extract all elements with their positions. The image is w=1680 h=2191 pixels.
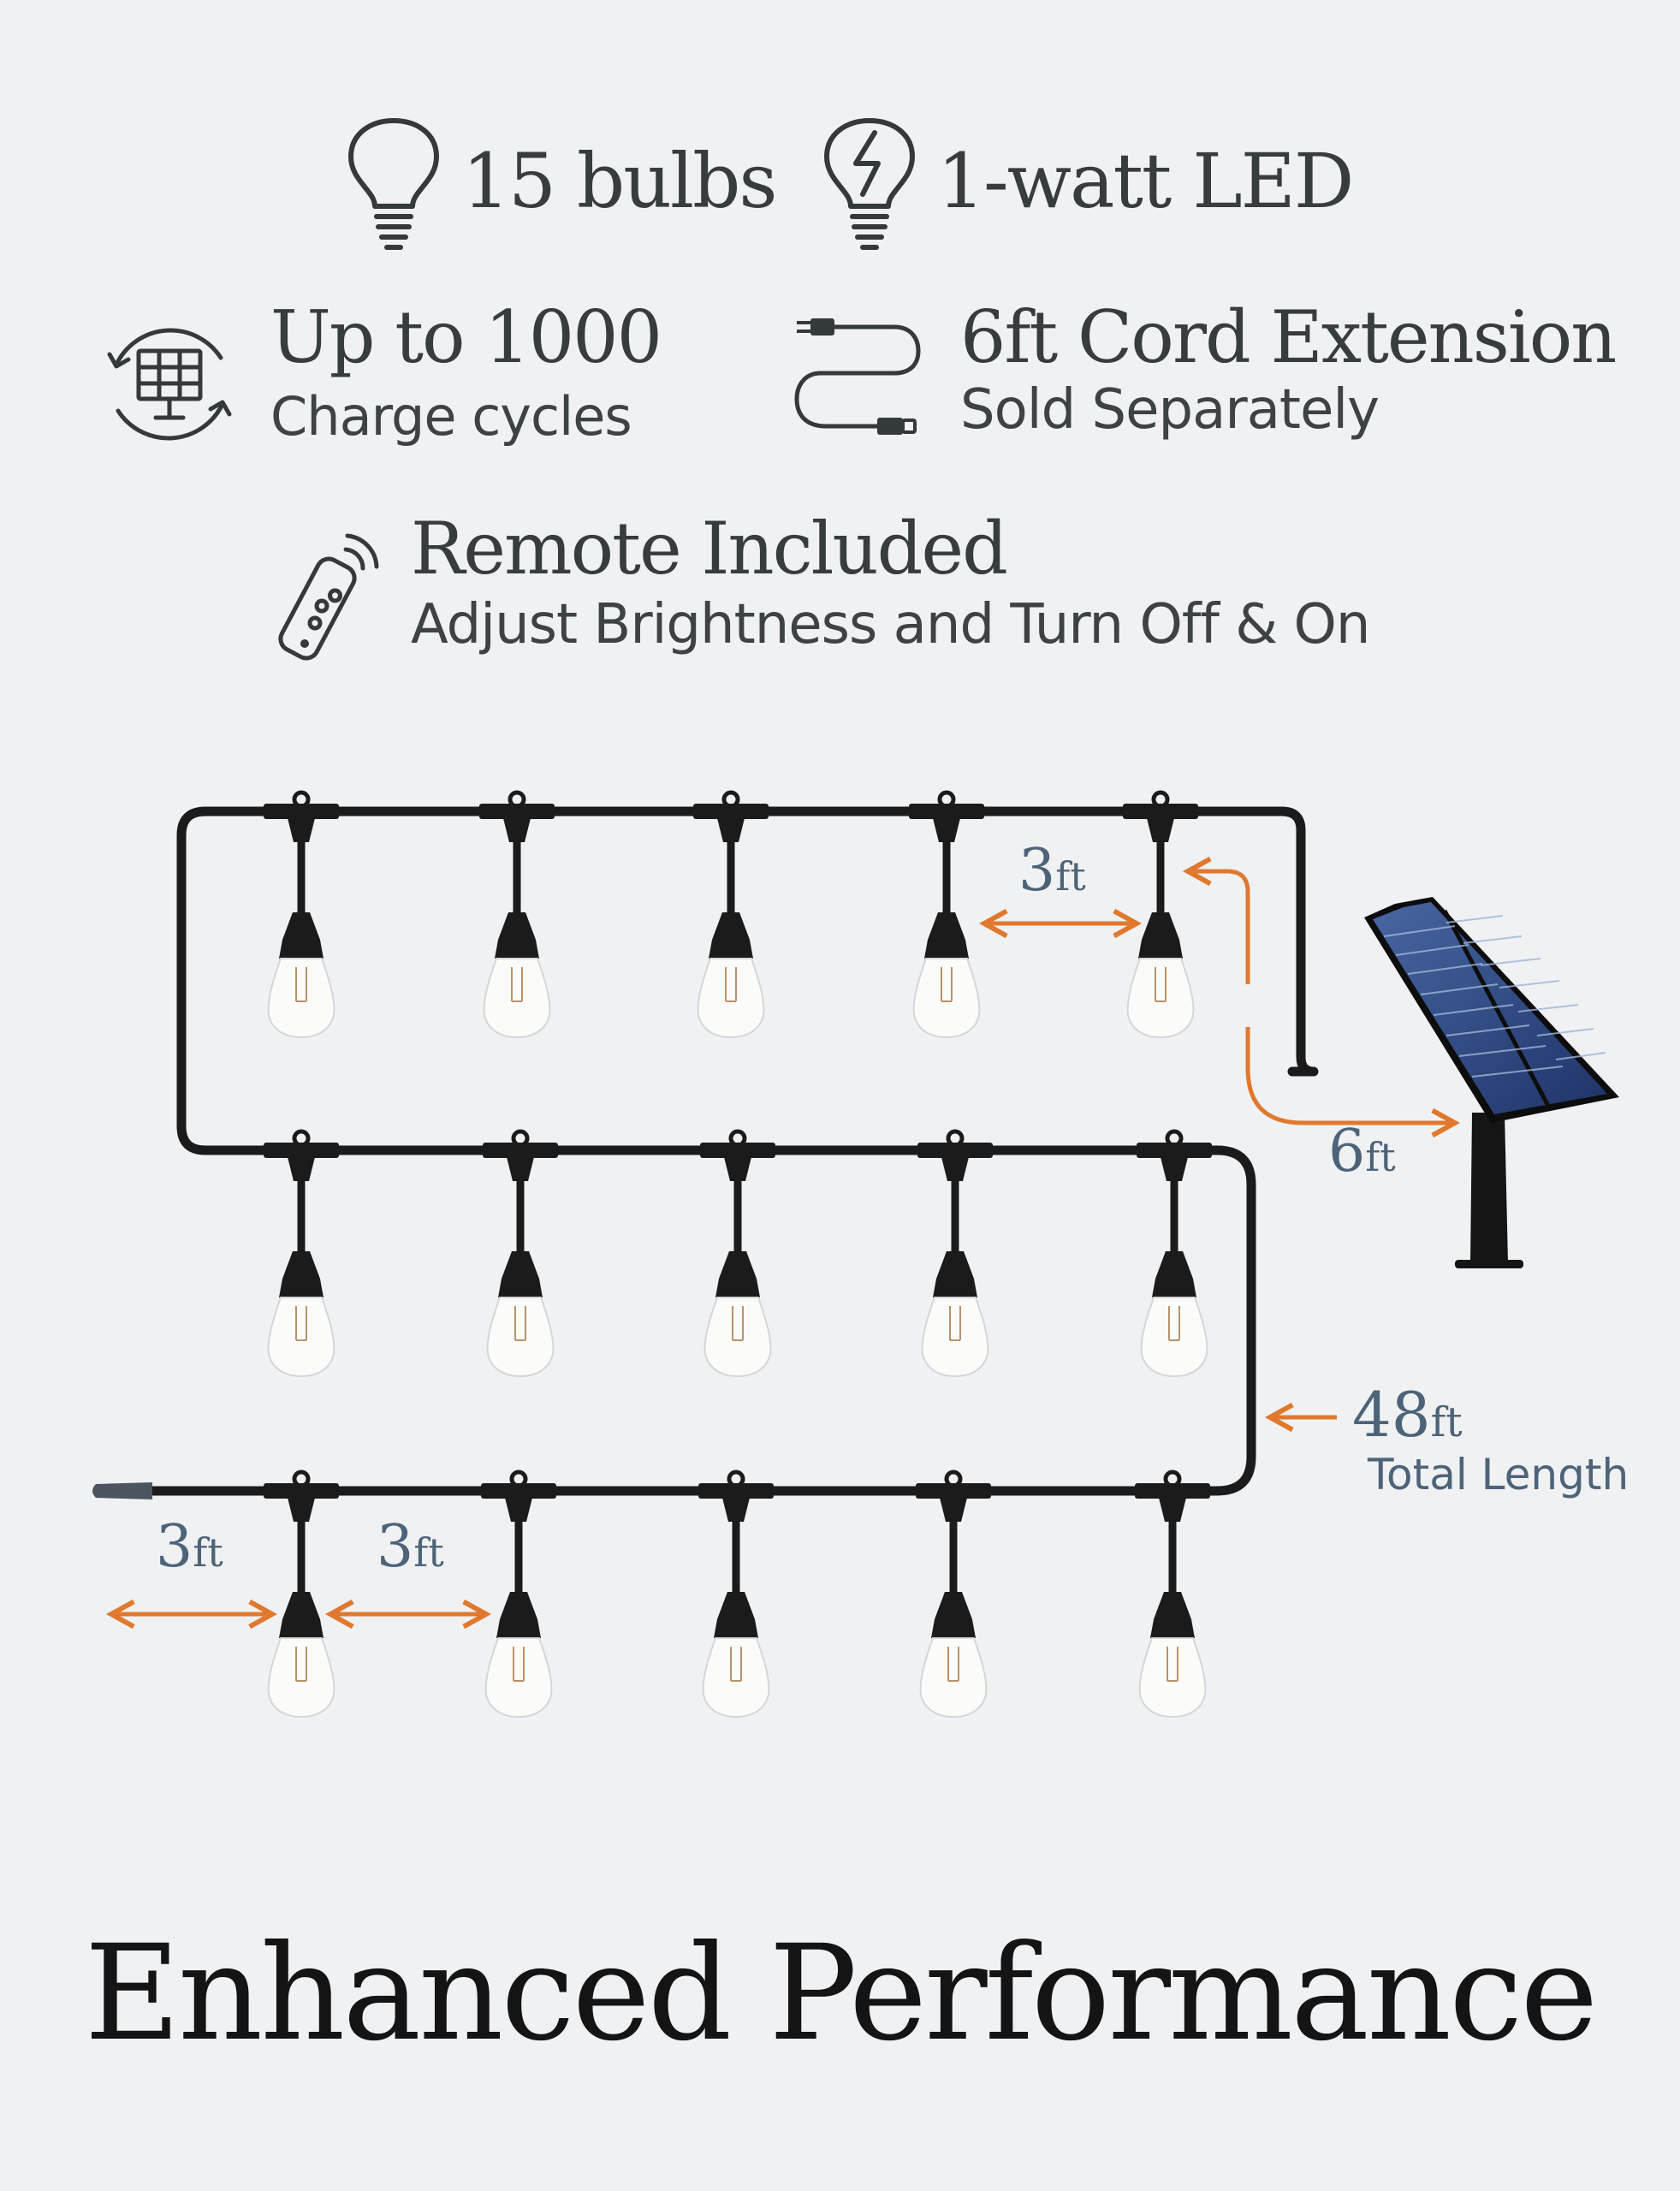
bulb [1137, 1129, 1212, 1378]
cord-extension-title: 6ft Cord Extension [960, 295, 1617, 379]
bulb [264, 790, 339, 1039]
bulb [698, 1470, 774, 1719]
bulb [1123, 790, 1198, 1039]
bulb [264, 1129, 339, 1378]
remote-title: Remote Included [411, 507, 1008, 591]
bulb [483, 1129, 558, 1378]
bulb [481, 1470, 556, 1719]
bulb [917, 1129, 993, 1378]
bulb [916, 1470, 991, 1719]
cable-end-cap [92, 1482, 152, 1499]
bulb [909, 790, 984, 1039]
lightning-bulb-icon [824, 118, 915, 250]
page-headline: Enhanced Performance [84, 1917, 1599, 2070]
spacing-label-left: 3ft [156, 1513, 223, 1581]
led-wattage-label: 1-watt LED [937, 137, 1354, 225]
charge-cycles-subtitle: Charge cycles [270, 385, 632, 448]
solar-cable-arrow [1188, 871, 1455, 1123]
cord-extension-subtitle: Sold Separately [960, 378, 1380, 442]
solar-panel [1364, 897, 1619, 1268]
bulb [700, 1129, 775, 1378]
solar-recycle-icon [107, 328, 232, 441]
bulb [1135, 1470, 1210, 1719]
extension-cord-icon [794, 318, 921, 435]
solar-cable-label: 6ft [1328, 1118, 1396, 1185]
remote-subtitle: Adjust Brightness and Turn Off & On [411, 593, 1370, 656]
string-light-diagram: 3ft 6ft 48ft Total Length 3ft 3ft [92, 790, 1629, 1719]
bulb-grid [264, 790, 1212, 1719]
bulb [264, 1470, 339, 1719]
charge-cycles-title: Up to 1000 [270, 295, 662, 379]
total-length-label: 48ft [1352, 1379, 1463, 1451]
bulb-count-label: 15 bulbs [462, 137, 778, 225]
light-bulb-icon [348, 118, 439, 250]
remote-control-icon [278, 533, 379, 661]
spacing-label-mid: 3ft [377, 1513, 444, 1581]
total-length-caption: Total Length [1367, 1450, 1629, 1499]
dimension-markers [111, 871, 1455, 1614]
spacing-label-top: 3ft [1018, 837, 1086, 905]
bulb [693, 790, 769, 1039]
bulb [479, 790, 555, 1039]
